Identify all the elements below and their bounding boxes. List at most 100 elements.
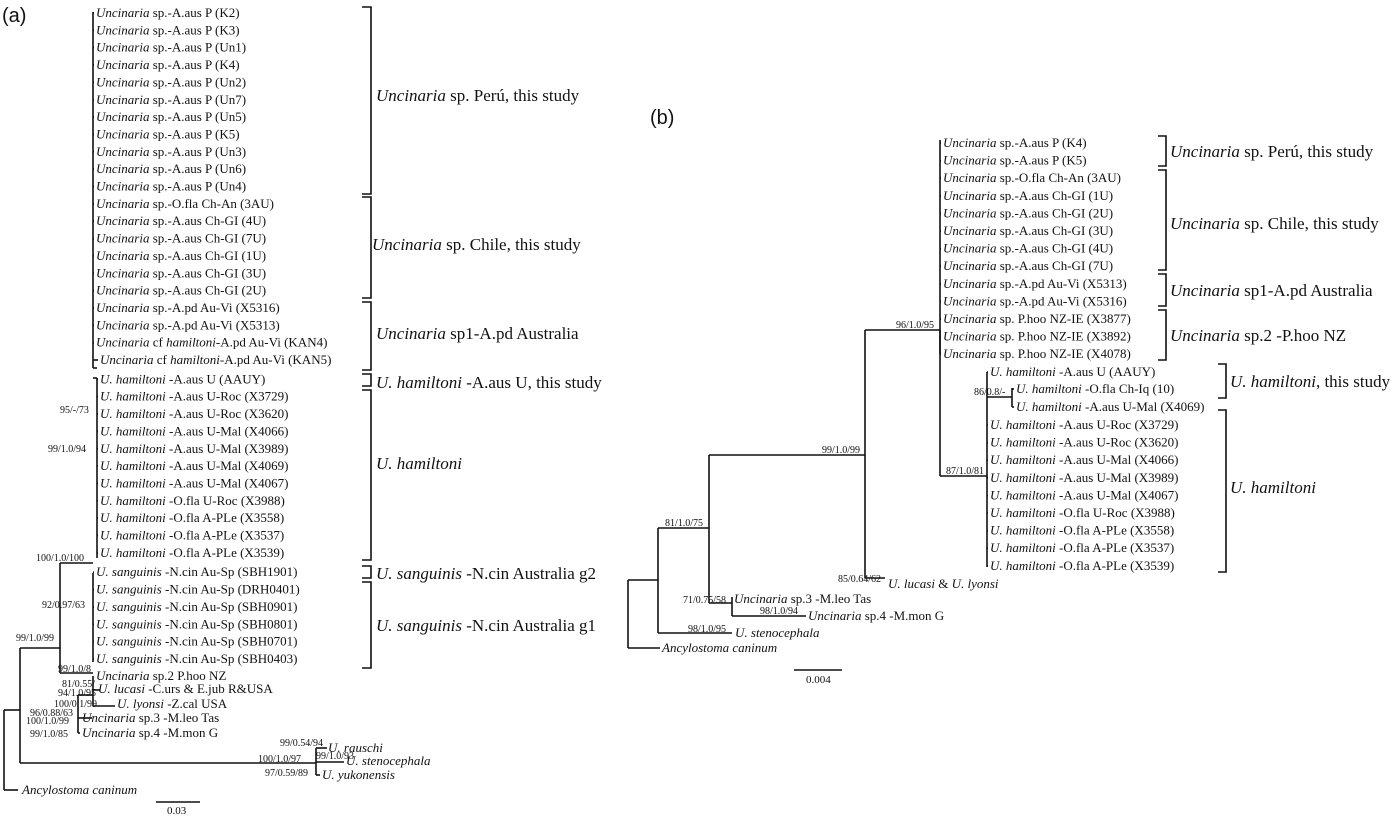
- clade-bracket: [362, 6, 372, 195]
- clade-bracket: [362, 196, 372, 299]
- leaf-label: U. hamiltoni -A.aus U-Mal (X4067): [100, 475, 289, 490]
- support-value: 95/-/73: [60, 405, 89, 416]
- panel-a-label: (a): [2, 5, 26, 27]
- leaf-label: Uncinaria sp.-A.aus Ch-GI (4U): [96, 213, 266, 228]
- panel-a-branches: [3, 12, 344, 791]
- leaf-label: Uncinaria sp.4 -M.mon G: [82, 725, 218, 740]
- leaf-label: U. lyonsi -Z.cal USA: [117, 696, 228, 711]
- leaf-label: U. lucasi & U. lyonsi: [888, 576, 999, 591]
- leaf-label: Uncinaria sp.-A.aus P (Un2): [96, 74, 246, 89]
- clade-label: U. hamiltoni, this study: [1230, 372, 1391, 391]
- leaf-label: U. hamiltoni -O.fla A-PLe (X3558): [100, 510, 284, 525]
- clade-bracket: [1158, 273, 1167, 307]
- leaf-label: U. hamiltoni -O.fla A-PLe (X3558): [990, 523, 1174, 538]
- leaf-label: U. sanguinis -N.cin Au-Sp (SBH0403): [96, 651, 298, 666]
- leaf-label: Uncinaria sp.-A.aus Ch-GI (2U): [96, 283, 266, 298]
- clade-label: Uncinaria sp. Perú, this study: [376, 86, 580, 105]
- clade-label: Uncinaria sp. Perú, this study: [1170, 142, 1374, 161]
- clade-bracket: [362, 389, 372, 561]
- support-value: 100/0.1/99: [54, 699, 97, 710]
- leaf-label: U. hamiltoni -A.aus U-Roc (X3729): [100, 389, 289, 404]
- leaf-label: U. hamiltoni -A.aus U-Mal (X4069): [100, 458, 289, 473]
- clade-bracket: [362, 373, 372, 387]
- leaf-label: Uncinaria sp.-A.aus Ch-GI (1U): [943, 188, 1113, 203]
- leaf-label: Uncinaria sp.-A.aus P (K4): [96, 57, 240, 72]
- leaf-label: Uncinaria sp.-O.fla Ch-An (3AU): [943, 170, 1121, 185]
- leaf-label: Uncinaria sp.3 -M.leo Tas: [734, 591, 871, 606]
- support-value: 98/1.0/95: [688, 624, 726, 635]
- leaf-label: U. hamiltoni -A.aus U-Mal (X3989): [990, 470, 1179, 485]
- support-value: 100/1.0/99: [26, 716, 69, 727]
- leaf-label: U. hamiltoni -A.aus U-Mal (X3989): [100, 441, 289, 456]
- leaf-label: Uncinaria sp.4 -M.mon G: [808, 608, 944, 623]
- support-value: 96/1.0/95: [896, 320, 934, 331]
- leaf-label: U. sanguinis -N.cin Au-Sp (SBH1901): [96, 564, 298, 579]
- support-value: 87/1.0/81: [946, 466, 984, 477]
- leaf-label: Uncinaria sp.-A.pd Au-Vi (X5313): [943, 276, 1127, 291]
- support-value: 100/1.0/97: [258, 754, 301, 765]
- leaf-label: Ancylostoma caninum: [661, 640, 777, 655]
- leaf-label: U. hamiltoni -O.fla Ch-Iq (10): [1016, 381, 1174, 396]
- clade-label: U. hamiltoni: [1230, 478, 1316, 497]
- leaf-label: Uncinaria sp.-A.aus Ch-GI (7U): [96, 231, 266, 246]
- leaf-label: U. sanguinis -N.cin Au-Sp (SBH0901): [96, 599, 298, 614]
- leaf-label: Ancylostoma caninum: [21, 782, 137, 797]
- leaf-label: U. hamiltoni -A.aus U-Mal (X4067): [990, 487, 1179, 502]
- support-value: 99/1.0/94: [48, 444, 86, 455]
- leaf-label: Uncinaria sp.-A.pd Au-Vi (X5316): [943, 293, 1127, 308]
- leaf-label: U. hamiltoni -O.fla U-Roc (X3988): [100, 493, 285, 508]
- clade-bracket: [362, 301, 372, 371]
- leaf-label: Uncinaria sp.-A.aus P (K5): [96, 126, 240, 141]
- clade-label: Uncinaria sp1-A.pd Australia: [1170, 281, 1373, 300]
- clade-label: U. sanguinis -N.cin Australia g1: [376, 616, 596, 635]
- clade-bracket: [1218, 363, 1227, 399]
- leaf-label: Uncinaria sp.-A.aus P (Un1): [96, 40, 246, 55]
- support-value: 81/1.0/75: [665, 518, 703, 529]
- support-value: 99/1.0/85: [30, 729, 68, 740]
- leaf-label: Uncinaria sp. P.hoo NZ-IE (X3877): [943, 311, 1131, 326]
- panel-a-clades: Uncinaria sp. Perú, this studyUncinaria …: [362, 6, 602, 669]
- support-value: 99/1.0/99: [16, 633, 54, 644]
- leaf-label: U. yukonensis: [322, 767, 395, 782]
- clade-label: Uncinaria sp1-A.pd Australia: [376, 324, 579, 343]
- leaf-label: Uncinaria sp.-A.aus P (K2): [96, 5, 240, 20]
- clade-bracket: [1158, 169, 1167, 271]
- leaf-label: Uncinaria sp.-A.aus Ch-GI (3U): [943, 223, 1113, 238]
- support-value: 86/0.8/-: [974, 387, 1005, 398]
- leaf-label: Uncinaria sp.-A.aus P (Un7): [96, 92, 246, 107]
- leaf-label: U. rauschi: [328, 740, 383, 755]
- support-value: 92/0.97/63: [42, 600, 85, 611]
- leaf-label: U. hamiltoni -A.aus U-Roc (X3620): [100, 406, 289, 421]
- support-value: 99/0.54/94: [280, 738, 323, 749]
- clade-bracket: [362, 565, 372, 579]
- support-value: 96/0.88/63: [30, 708, 73, 719]
- support-value: 85/0.64/62: [838, 574, 881, 585]
- leaf-label: U. sanguinis -N.cin Au-Sp (DRH0401): [96, 582, 300, 597]
- clade-label: Uncinaria sp.2 -P.hoo NZ: [1170, 326, 1346, 345]
- leaf-label: Uncinaria sp.-A.aus P (K4): [943, 135, 1087, 150]
- leaf-label: Uncinaria sp.-A.aus P (Un4): [96, 179, 246, 194]
- leaf-label: Uncinaria sp. P.hoo NZ-IE (X3892): [943, 329, 1131, 344]
- support-value: 99/1.0/93: [316, 751, 354, 762]
- panel-b-clades: Uncinaria sp. Perú, this studyUncinaria …: [1158, 135, 1391, 573]
- leaf-label: U. hamiltoni -A.aus U-Roc (X3729): [990, 417, 1179, 432]
- leaf-label: Uncinaria cf hamiltoni-A.pd Au-Vi (KAN5): [100, 352, 331, 367]
- leaf-label: U. hamiltoni -O.fla A-PLe (X3537): [100, 528, 284, 543]
- panel-a-support: 95/-/73 99/1.0/94 100/1.0/100 92/0.97/63…: [16, 405, 354, 779]
- leaf-label: Uncinaria sp.2 P.hoo NZ: [96, 668, 226, 683]
- clade-label: Uncinaria sp. Chile, this study: [372, 235, 581, 254]
- support-value: 94/1.0/95: [58, 688, 96, 699]
- panel-b-leaves: Uncinaria sp.-A.aus P (K4) Uncinaria sp.-…: [661, 135, 1205, 655]
- leaf-label: Uncinaria sp.-A.aus Ch-GI (3U): [96, 265, 266, 280]
- leaf-label: Uncinaria sp.-A.pd Au-Vi (X5316): [96, 300, 280, 315]
- leaf-label: U. stenocephala: [346, 753, 431, 768]
- leaf-label: Uncinaria sp.3 -M.leo Tas: [82, 710, 219, 725]
- support-value: 81/0.55/: [62, 679, 95, 690]
- clade-bracket: [362, 581, 372, 669]
- panel-a-scale-bar: 0.03: [156, 801, 200, 817]
- leaf-label: U. hamiltoni -A.aus U (AAUY): [990, 364, 1155, 379]
- leaf-label: U. hamiltoni -O.fla U-Roc (X3988): [990, 505, 1175, 520]
- scale-label: 0.03: [167, 805, 187, 817]
- clade-bracket: [1158, 309, 1167, 361]
